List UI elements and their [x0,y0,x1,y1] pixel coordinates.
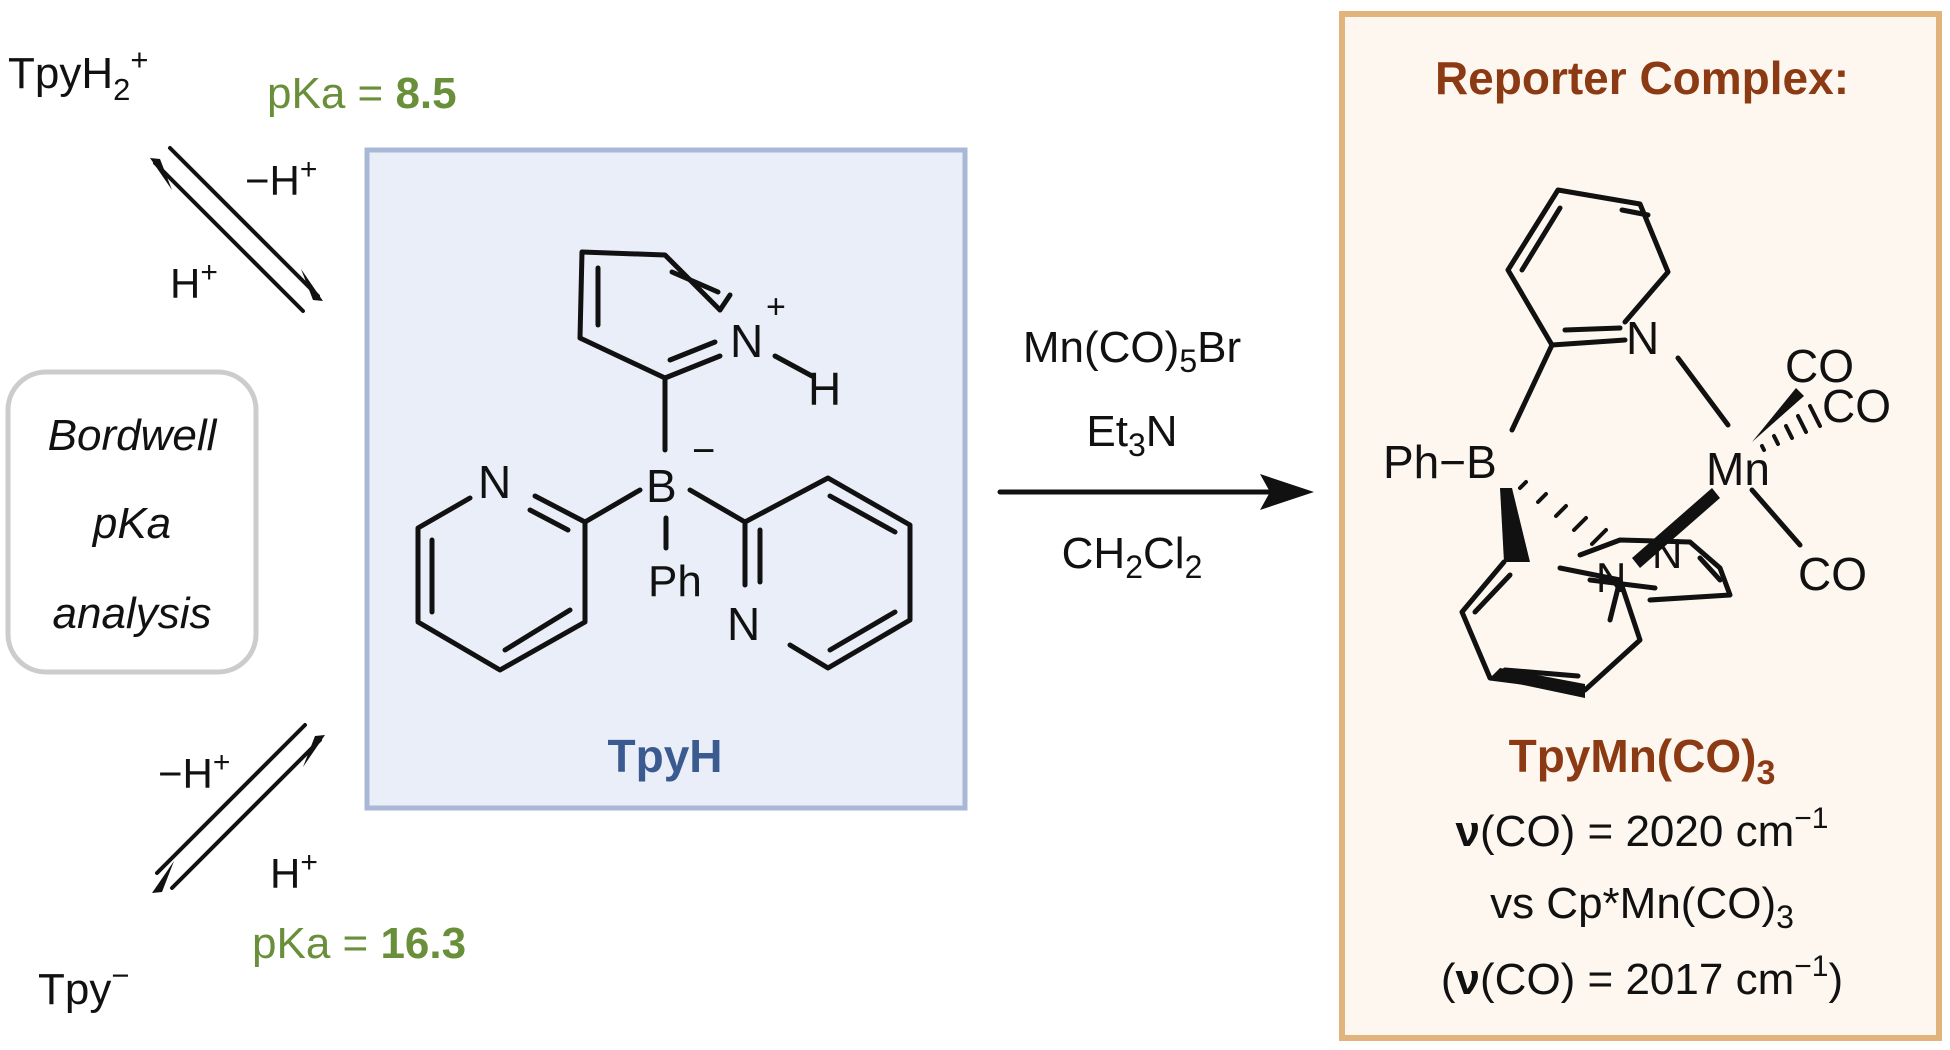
reagent-1: Mn(CO)5Br [1023,323,1241,379]
complex-co-3: CO [1798,548,1867,600]
top-pka-label: pKa = 8.5 [267,69,457,118]
co-wedge-top [1752,388,1804,442]
bordwell-frame [5,369,259,675]
tpyh-n-right: N [727,598,760,650]
bordwell-line-2: pKa [91,499,171,548]
complex-ph-b: Ph−B [1383,436,1497,488]
complex-ref-line: (ν(CO) = 2017 cm−1) [1441,950,1843,1004]
right-pyridine-ring [687,475,913,671]
b-n-hash-bond [1518,480,1608,546]
complex-n-top: N [1626,312,1659,364]
top-forward-arrowhead [301,269,323,301]
complex-n-mid: N [1596,554,1626,601]
bordwell-box: Bordwell pKa analysis [5,369,259,675]
bordwell-line-3: analysis [53,589,212,638]
bottom-species-label: Tpy− [38,958,129,1014]
complex-nu-line: ν(CO) = 2020 cm−1 [1456,802,1829,856]
top-reverse-label: H+ [170,256,218,307]
tpyh-phenyl: Ph [648,557,702,606]
pyridinium-ring [577,249,815,453]
tpyh-h: H [808,363,841,415]
bottom-forward-label: −H+ [158,746,230,797]
top-forward-arrow-line [168,146,320,298]
left-pyridine-ring [415,487,643,673]
co-hash-right [1760,404,1822,452]
bottom-reverse-arrow-line [155,723,307,875]
complex-top-pyridine [1505,187,1731,433]
complex-n-back: N [1652,530,1682,577]
tpyh-boron: B [646,460,677,512]
solvent: CH2Cl2 [1062,529,1203,585]
tpyh-panel: N + H B − Ph N N TpyH [364,147,968,811]
bottom-forward-arrow-line [170,738,322,890]
bottom-equilibrium: −H+ H+ pKa = 16.3 Tpy− [38,723,466,1014]
co-bond-bottom [1749,487,1803,548]
reaction-arrowhead [1260,474,1314,510]
tpyh-n-plus: N [730,315,763,367]
top-forward-label: −H+ [245,153,317,204]
complex-name: TpyMn(CO)3 [1509,730,1776,792]
tpyh-minus-charge: − [692,429,715,473]
bordwell-line-1: Bordwell [48,411,218,460]
tpyh-plus-charge: + [766,288,786,326]
complex-co-2: CO [1822,380,1891,432]
top-reverse-arrowhead [150,158,172,190]
complex-vs-line: vs Cp*Mn(CO)3 [1490,879,1794,935]
complex-lower-pyridines [1459,488,1733,698]
top-species-label: TpyH2+ [8,42,148,107]
bottom-reverse-arrowhead [303,735,325,767]
tpyh-n-left: N [478,456,511,508]
top-reverse-arrow-line [153,161,305,313]
tpyh-frame [364,147,968,811]
reporter-frame [1339,11,1942,1041]
complex-mn: Mn [1706,443,1770,495]
bottom-reverse-label: H+ [270,846,318,897]
reporter-title: Reporter Complex: [1435,52,1849,104]
complex-co-1: CO [1785,340,1854,392]
reporter-panel: Reporter Complex: N Ph−B Mn CO CO CO [1339,11,1942,1041]
reaction-arrow: Mn(CO)5Br Et3N CH2Cl2 [997,323,1314,585]
n-mn-wedge-bond [1632,488,1720,568]
tpyh-label: TpyH [608,730,723,782]
reagent-2: Et3N [1086,407,1177,463]
bottom-forward-arrowhead [152,861,174,893]
bottom-pka-label: pKa = 16.3 [252,919,466,968]
top-equilibrium: TpyH2+ pKa = 8.5 −H+ H+ [8,42,457,313]
